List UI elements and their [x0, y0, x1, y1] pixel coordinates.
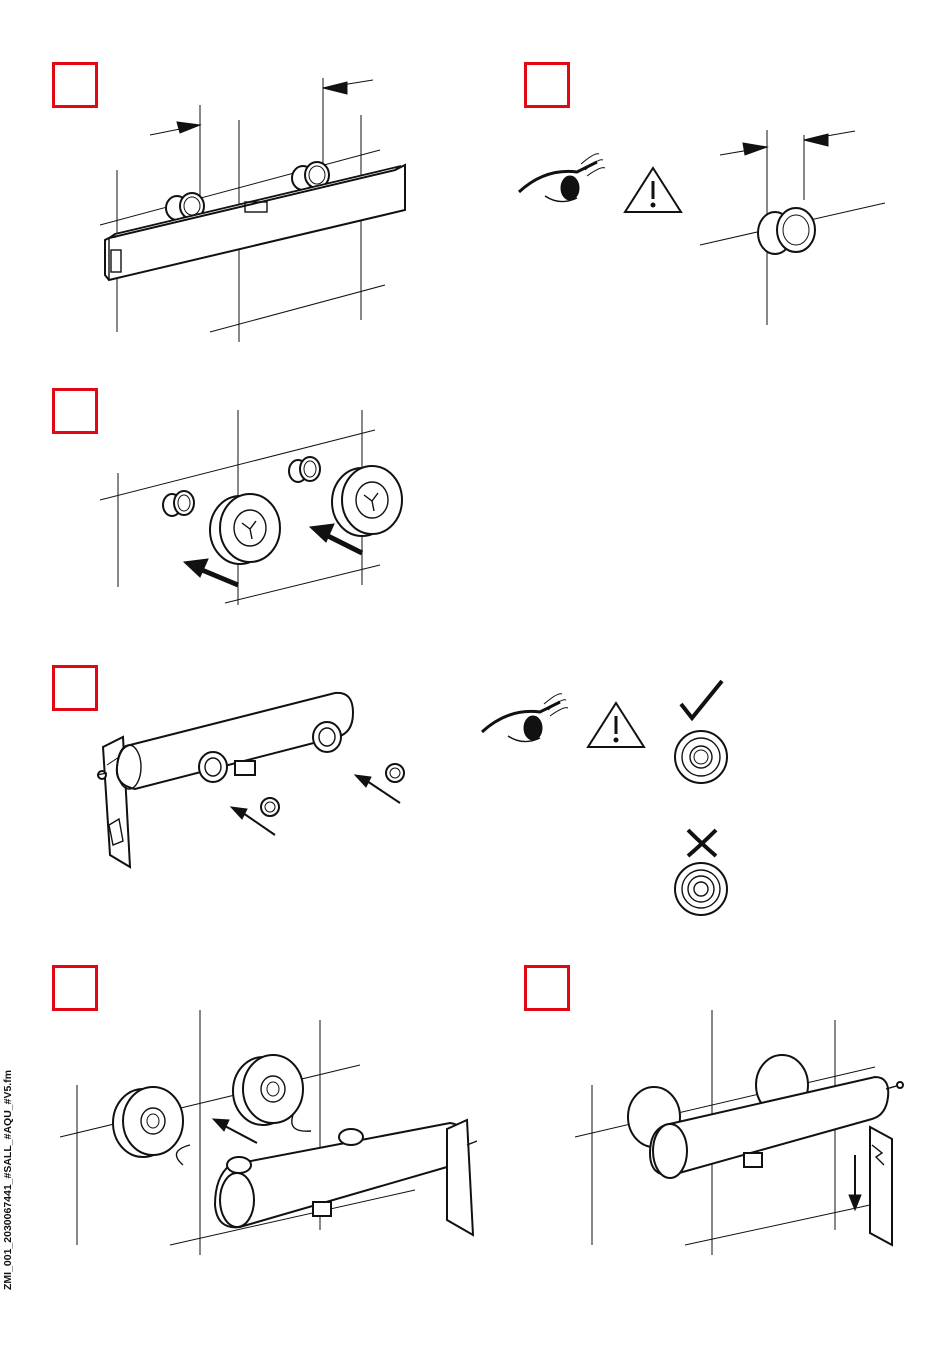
step-6-number-box	[524, 965, 570, 1011]
step-4-cross-icon	[684, 826, 720, 860]
footer-file-label: ZMI_001_2030067441_#SALL_#AQU_#V5.fm	[2, 1070, 14, 1290]
step-1-number-box	[52, 62, 98, 108]
step-4-correct-washer	[672, 728, 730, 786]
step-3-number-box	[52, 388, 98, 434]
step-3-illustration	[100, 405, 395, 610]
step-2-pipe-illustration	[700, 125, 890, 330]
step-2-number-box	[524, 62, 570, 108]
step-6-illustration	[570, 1005, 910, 1260]
step-5-illustration	[55, 1005, 485, 1260]
step-2-eye-icon	[515, 150, 610, 210]
step-4-incorrect-washer	[672, 860, 730, 918]
step-4-eye-icon	[478, 690, 573, 750]
step-2-warning-triangle-icon	[622, 165, 684, 215]
step-4-number-box	[52, 665, 98, 711]
step-4-checkmark-icon	[678, 678, 726, 722]
step-4-warning-triangle-icon	[585, 700, 647, 750]
step-4-mixer-illustration	[95, 685, 415, 875]
step-1-illustration	[95, 70, 395, 350]
